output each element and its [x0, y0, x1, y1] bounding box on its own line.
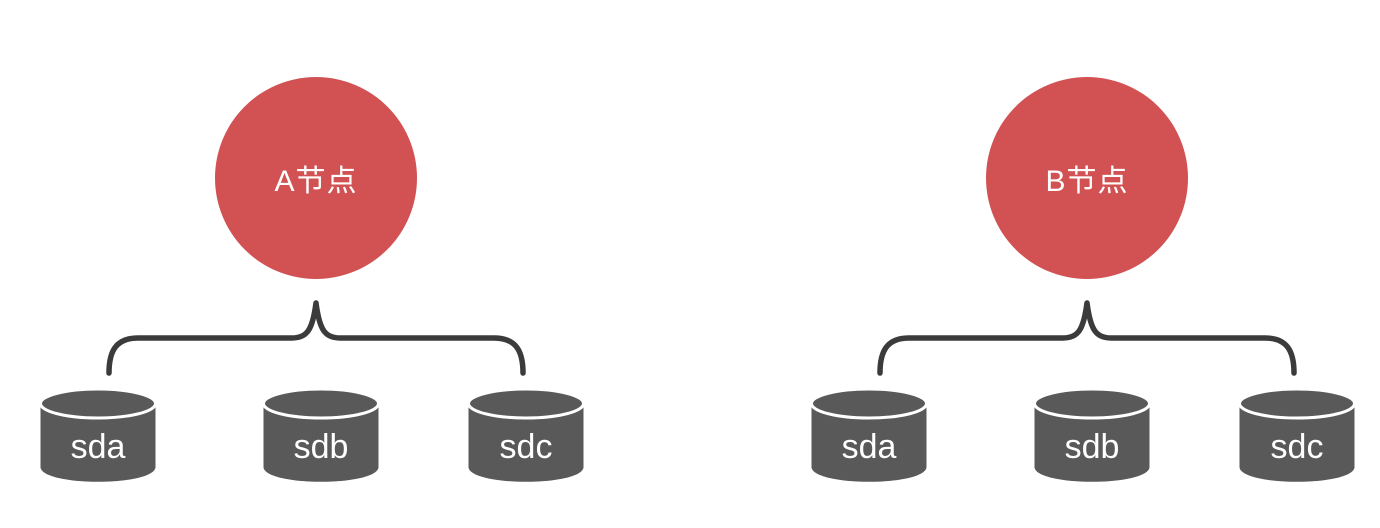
cylinder-icon [810, 387, 928, 482]
node-group-b: B节点 sda sdb sdc [771, 0, 1380, 528]
brace-connector-icon [106, 300, 526, 376]
disk-b-sdb-label: sdb [1064, 427, 1120, 466]
cylinder-icon [1033, 387, 1151, 482]
disk-b-sdc: sdc [1237, 387, 1357, 483]
node-b-label: B节点 [1045, 165, 1129, 198]
disk-a-sda-label: sda [70, 427, 126, 466]
node-a-label: A节点 [274, 165, 358, 198]
disk-a-sdb-label: sdb [293, 427, 349, 466]
disk-b-sdc-label: sdc [1270, 427, 1324, 466]
node-group-a: A节点 sda sdb sdc [0, 0, 660, 528]
cylinder-icon [262, 387, 380, 482]
cylinder-icon [1238, 387, 1356, 482]
node-b-circle: B节点 [986, 77, 1188, 279]
disk-b-sda-label: sda [841, 427, 897, 466]
cylinder-icon [39, 387, 157, 482]
disk-b-sdb: sdb [1032, 387, 1152, 483]
disk-a-sdc: sdc [466, 387, 586, 483]
cylinder-icon [467, 387, 585, 482]
disk-a-sdc-label: sdc [499, 427, 553, 466]
disk-a-sda: sda [38, 387, 158, 483]
disk-b-sda: sda [809, 387, 929, 483]
node-a-circle: A节点 [215, 77, 417, 279]
disk-a-sdb: sdb [261, 387, 381, 483]
brace-connector-icon [877, 300, 1297, 376]
